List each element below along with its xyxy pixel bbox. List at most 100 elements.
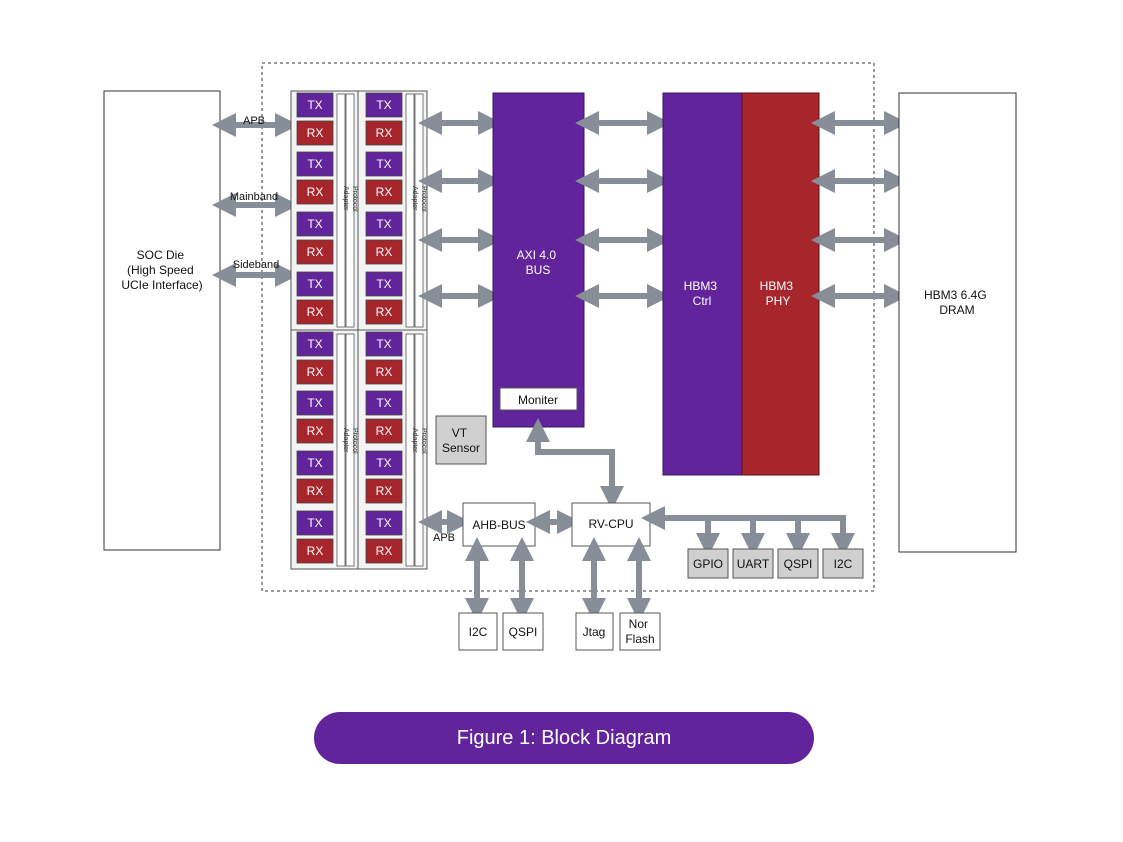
tx-cell [365,510,403,536]
sideband-label: Sideband [233,259,280,271]
rx-label: RX [307,424,324,438]
tx-label: TX [376,456,391,470]
tx-label: TX [376,217,391,231]
tx-cell [365,390,403,416]
tx-cell [296,211,334,237]
rx-label: RX [376,424,393,438]
i2c-label: I2C [834,557,853,571]
tx-cell [296,271,334,297]
tx-label: TX [307,157,322,171]
rx-label: RX [376,126,393,140]
rx-label: RX [307,185,324,199]
axi-bus-label: AXI 4.0 BUS [517,248,560,277]
tx-label: TX [376,277,391,291]
rx-label: RX [376,185,393,199]
tx-cell [296,390,334,416]
moniter-cpu-arrow [526,418,624,510]
rx-cell [365,418,403,444]
adapter-label-ur: Adapter [411,186,418,211]
rx-label: RX [307,245,324,259]
rx-cell [296,299,334,325]
rx-cell [365,179,403,205]
tx-cell [296,151,334,177]
adapter-label-ll: Adapter [342,428,349,453]
protocol-label-ur: Protocol [420,186,427,212]
rx-cell [365,359,403,385]
hbm3-ctrl-block [662,92,743,476]
tx-label: TX [307,516,322,530]
qspi-box [777,548,819,579]
tx-cell [365,151,403,177]
hbm3-phy-block [741,92,820,476]
ext-i2c-box [458,612,498,651]
axi-bus-block [492,92,585,428]
jtag-label: Jtag [583,625,606,639]
rv-cpu-label: RV-CPU [588,517,633,531]
i2c-box [822,548,864,579]
ahb-bus-label: AHB-BUS [472,518,525,532]
dram-box [898,92,1017,553]
ext-qspi-label: QSPI [509,625,538,639]
protocol-label-ll: Protocol [351,428,358,454]
mainband-label: Mainband [230,191,278,203]
rx-cell [365,538,403,564]
ext-i2c-label: I2C [469,625,488,639]
tx-label: TX [376,337,391,351]
apb-lower-label: APB [433,532,455,544]
rx-label: RX [376,365,393,379]
rx-cell [365,299,403,325]
protocol-label-ul: Protocol [351,186,358,212]
rx-cell [296,120,334,146]
rx-cell [296,478,334,504]
qspi-label: QSPI [784,557,813,571]
gpio-label: GPIO [693,557,723,571]
soc-die-label: SOC Die (High Speed UCIe Interface) [121,248,202,292]
tx-cell [296,510,334,536]
rx-label: RX [307,126,324,140]
tx-cell [296,331,334,357]
tx-cell [365,450,403,476]
dram-label: HBM3 6.4G DRAM [924,288,990,317]
protocol-label-lr: Protocol [420,428,427,454]
soc-die-box [103,90,221,551]
hbm3-phy-label: HBM3 PHY [760,279,797,308]
rx-label: RX [307,484,324,498]
rx-label: RX [376,484,393,498]
tx-label: TX [376,157,391,171]
tx-label: TX [307,277,322,291]
chip-boundary [261,62,875,592]
figure-caption-text: Figure 1: Block Diagram [456,726,672,749]
tx-label: TX [376,396,391,410]
rx-label: RX [376,245,393,259]
tx-label: TX [307,396,322,410]
rx-label: RX [307,305,324,319]
figure-caption: Figure 1: Block Diagram [314,712,814,764]
tx-label: TX [307,217,322,231]
jtag-box [575,612,614,651]
tx-cell [365,211,403,237]
tx-cell [365,271,403,297]
tx-cell [296,92,334,118]
rx-label: RX [307,365,324,379]
tx-label: TX [376,516,391,530]
nor-flash-box [619,612,661,651]
gpio-box [687,548,729,579]
rx-cell [296,239,334,265]
nor-flash-label: Nor Flash [625,617,654,646]
vt-sensor-box [435,415,487,465]
adapter-label-ul: Adapter [342,186,349,211]
tx-label: TX [307,337,322,351]
apb-label: APB [243,115,265,127]
tx-label: TX [307,98,322,112]
adapter-label-lr: Adapter [411,428,418,453]
rx-cell [296,359,334,385]
rx-label: RX [376,305,393,319]
uart-label: UART [737,557,770,571]
uart-box [732,548,774,579]
tx-label: TX [376,98,391,112]
tx-cell [365,331,403,357]
rx-label: RX [376,544,393,558]
moniter-box [499,387,578,411]
tx-label: TX [307,456,322,470]
